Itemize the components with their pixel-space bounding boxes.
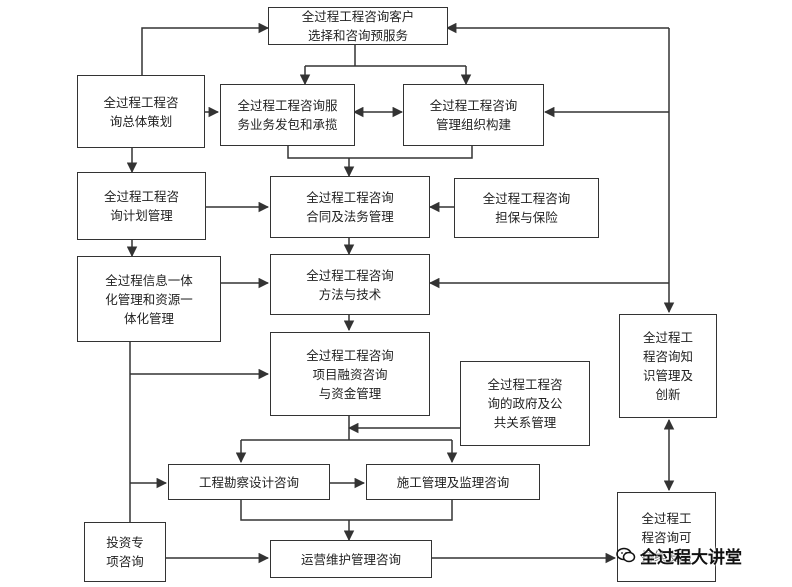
node-contract-legal: 全过程工程咨询 合同及法务管理 [270,176,430,238]
node-info-integration: 全过程信息一体 化管理和资源一 体化管理 [77,256,221,342]
watermark-text: 全过程大讲堂 [640,547,742,568]
node-methods-tech: 全过程工程咨询 方法与技术 [270,254,430,315]
node-sustainability: 全过程工 程咨询可 持续发展 [617,492,716,582]
node-survey-design: 工程勘察设计咨询 [168,464,330,500]
wechat-icon [616,547,636,563]
connector-planning-to-client [141,22,270,75]
node-org-building: 全过程工程咨询 管理组织构建 [403,84,544,146]
node-financing: 全过程工程咨询 项目融资咨询 与资金管理 [270,332,430,416]
node-public-relations: 全过程工程咨 询的政府及公 共关系管理 [460,361,590,446]
node-investment: 投资专 项咨询 [84,522,166,582]
node-service-contracting: 全过程工程咨询服 务业务发包和承揽 [220,84,355,146]
node-overall-planning: 全过程工程咨 询总体策划 [77,75,205,148]
node-construction-supervision: 施工管理及监理咨询 [366,464,540,500]
watermark: 全过程大讲堂 [616,540,786,570]
node-guarantee-insurance: 全过程工程咨询 担保与保险 [454,178,599,238]
node-client-selection: 全过程工程咨询客户 选择和咨询预服务 [268,7,448,45]
node-knowledge-mgmt: 全过程工 程咨询知 识管理及 创新 [619,314,717,418]
node-operation-maintenance: 运营维护管理咨询 [270,540,432,578]
node-plan-management: 全过程工程咨 询计划管理 [77,172,206,240]
